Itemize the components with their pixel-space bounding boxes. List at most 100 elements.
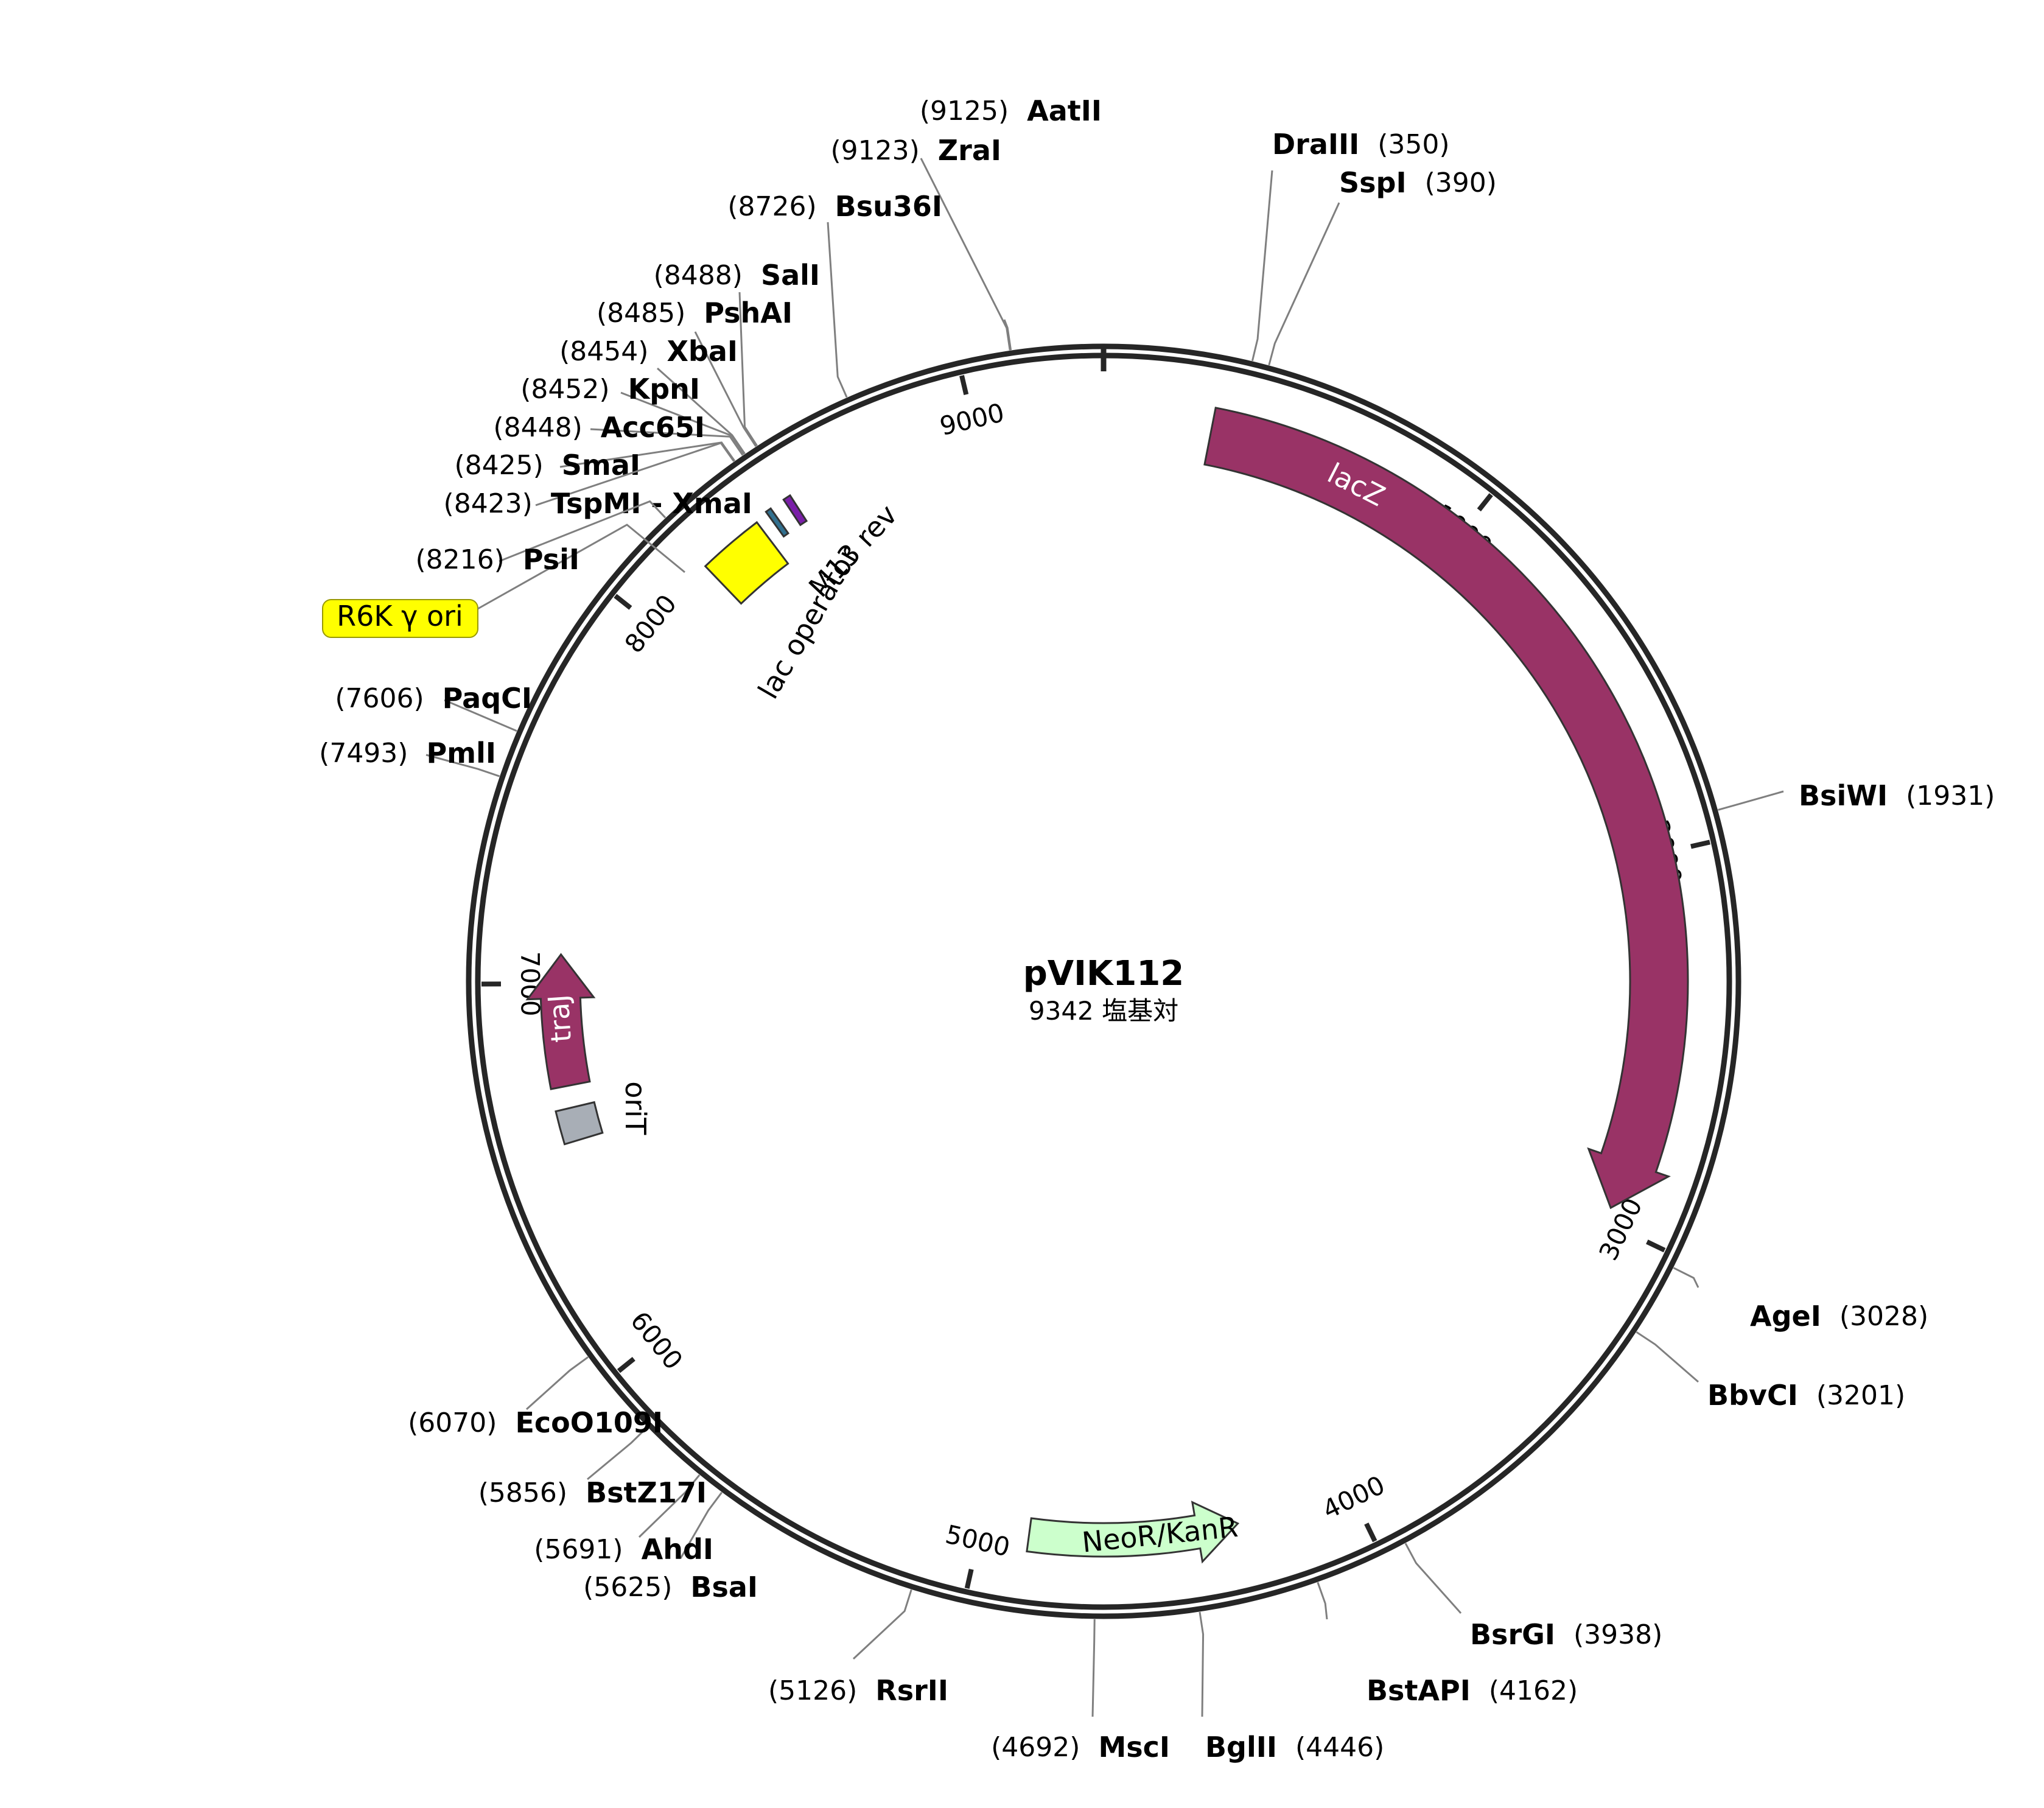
site-pos: (5126) — [768, 1675, 857, 1706]
site-bstapi[interactable]: BstAPI(4162) — [1317, 1582, 1578, 1707]
site-bstz17i[interactable]: (5856) BstZ17I — [478, 1426, 707, 1509]
svg-text:BbvCI(3201): BbvCI (3201) — [1707, 1379, 1905, 1412]
svg-text:SspI(390): SspI(390) — [1339, 166, 1497, 199]
tick-label-9000: 9000 — [937, 398, 1007, 441]
r6k-leader — [477, 524, 685, 610]
svg-text:(9125)AatII: (9125)AatII — [920, 94, 1102, 127]
site-name: BbvCI — [1707, 1379, 1798, 1412]
svg-text:BstAPI(4162): BstAPI(4162) — [1367, 1674, 1578, 1707]
site-pos: (5691) — [534, 1534, 623, 1565]
site-draiii[interactable]: DraIII(350) — [1251, 128, 1450, 362]
site-zrai[interactable]: (9123)ZraI — [830, 134, 1011, 351]
site-kpni[interactable]: (8452)KpnI — [520, 373, 745, 455]
site-psii[interactable]: (8216)PsiI — [416, 500, 667, 576]
site-pos: (8454) — [559, 336, 648, 367]
site-leader — [587, 1426, 648, 1480]
site-ecoo109i[interactable]: (6070)EcoO109I — [408, 1356, 663, 1439]
site-tspmi-xmai[interactable]: (8423)TspMI - XmaI — [444, 441, 752, 520]
site-leader — [1636, 1331, 1699, 1383]
site-pos: (1931) — [1906, 780, 1995, 811]
site-leader — [1673, 1267, 1699, 1288]
tick-label-6000: 6000 — [625, 1306, 688, 1375]
svg-text:AgeI(3028): AgeI (3028) — [1750, 1300, 1928, 1333]
feature-cap-lac[interactable] — [765, 507, 790, 538]
site-bsiwi[interactable]: BsiWI(1931) — [1718, 779, 1995, 812]
site-rsrii[interactable]: (5126) RsrII — [768, 1589, 948, 1707]
svg-text:(8488)SalI: (8488)SalI — [654, 259, 820, 292]
site-leader — [738, 292, 758, 446]
site-name: BsrGI — [1470, 1618, 1555, 1651]
svg-text:(4692)MscI: (4692)MscI — [991, 1731, 1170, 1764]
site-pshai[interactable]: (8485)PshAI — [597, 296, 793, 447]
site-pos: (5856) — [478, 1477, 567, 1508]
site-smai[interactable]: (8425)SmaI — [454, 441, 736, 482]
feature-neor-kanr[interactable] — [1026, 1501, 1240, 1564]
site-name: SspI — [1339, 166, 1407, 199]
tick-6000 — [617, 1357, 635, 1373]
plasmid-length: 9342 塩基対 — [1029, 996, 1178, 1026]
site-name: BstAPI — [1367, 1674, 1471, 1707]
plasmid-name: pVIK112 — [1023, 954, 1185, 993]
tick-label-5000: 5000 — [943, 1519, 1013, 1562]
site-bbvci[interactable]: BbvCI (3201) — [1636, 1331, 1905, 1412]
site-name: BsaI — [690, 1571, 758, 1603]
site-pos: (7493) — [319, 738, 408, 769]
tick-8000 — [614, 594, 632, 610]
site-bglii[interactable]: BglII(4446) — [1199, 1611, 1384, 1764]
svg-text:(8726)Bsu36I: (8726)Bsu36I — [727, 190, 942, 223]
site-bsai[interactable]: (5625)BsaI — [583, 1491, 758, 1603]
site-agei[interactable]: AgeI (3028) — [1673, 1267, 1928, 1333]
site-leader — [920, 158, 1011, 351]
site-leader — [1091, 1619, 1096, 1717]
site-pmli[interactable]: (7493)PmlI — [319, 737, 500, 777]
site-pos: (6070) — [408, 1407, 497, 1438]
feature-lac-operator[interactable] — [704, 520, 789, 605]
site-pos: (4446) — [1295, 1732, 1384, 1763]
site-msci[interactable]: (4692)MscI — [991, 1619, 1170, 1764]
restriction-sites: (9125)AatII(9123)ZraI(8726)Bsu36I(8488)S… — [319, 94, 1995, 1764]
feature-m13-rev[interactable] — [782, 494, 808, 527]
svg-text:(8454)XbaI: (8454) XbaI — [559, 335, 738, 368]
site-name: Acc65I — [601, 411, 705, 444]
site-bsrgi[interactable]: BsrGI(3938) — [1404, 1543, 1662, 1651]
feature-r6k-ori-label[interactable]: R6K γ ori — [322, 599, 478, 638]
site-bsu36i[interactable]: (8726)Bsu36I — [727, 190, 942, 398]
site-name: XbaI — [667, 335, 738, 368]
svg-text:(8216)PsiI: (8216)PsiI — [416, 543, 579, 576]
site-paqci[interactable]: (7606) PaqCI — [335, 682, 532, 732]
site-acc65i[interactable]: (8448)Acc65I — [493, 411, 744, 456]
feature-lacz[interactable] — [1203, 407, 1689, 1210]
tick-label-8000: 8000 — [619, 589, 683, 659]
site-leader — [1317, 1582, 1328, 1620]
site-pos: (8488) — [654, 260, 743, 291]
site-pos: (8452) — [520, 374, 609, 405]
svg-text:(6070)EcoO109I: (6070)EcoO109I — [408, 1406, 663, 1439]
site-sspi[interactable]: SspI(390) — [1268, 166, 1497, 366]
feature-traj[interactable] — [525, 953, 596, 1090]
site-sali[interactable]: (8488)SalI — [654, 259, 820, 446]
site-pos: (8485) — [597, 298, 685, 329]
svg-text:(7606)PaqCI: (7606) PaqCI — [335, 682, 532, 715]
site-name: RsrII — [875, 1674, 948, 1707]
site-pos: (3028) — [1839, 1301, 1928, 1332]
site-name: Bsu36I — [835, 190, 942, 223]
site-leader — [444, 699, 517, 732]
site-leader — [620, 391, 745, 455]
site-name: SmaI — [562, 449, 640, 482]
site-pos: (7606) — [335, 683, 424, 714]
feature-orit[interactable] — [555, 1101, 604, 1146]
svg-text:(9123)ZraI: (9123)ZraI — [830, 134, 1001, 167]
center-title: pVIK112 9342 塩基対 — [1023, 954, 1185, 1026]
site-pos: (3201) — [1816, 1380, 1905, 1411]
site-leader — [694, 331, 757, 447]
tick-9000 — [959, 375, 969, 395]
site-name: AgeI — [1750, 1300, 1821, 1333]
svg-text:(5126)RsrII: (5126) RsrII — [768, 1674, 948, 1707]
site-name: PaqCI — [443, 682, 532, 715]
site-leader — [679, 1491, 723, 1559]
site-name: BstZ17I — [586, 1476, 707, 1509]
svg-text:BsiWI(1931): BsiWI(1931) — [1799, 779, 1995, 812]
site-aatii[interactable]: (9125)AatII — [920, 94, 1102, 351]
site-ahdi[interactable]: (5691)AhdI — [534, 1474, 713, 1566]
